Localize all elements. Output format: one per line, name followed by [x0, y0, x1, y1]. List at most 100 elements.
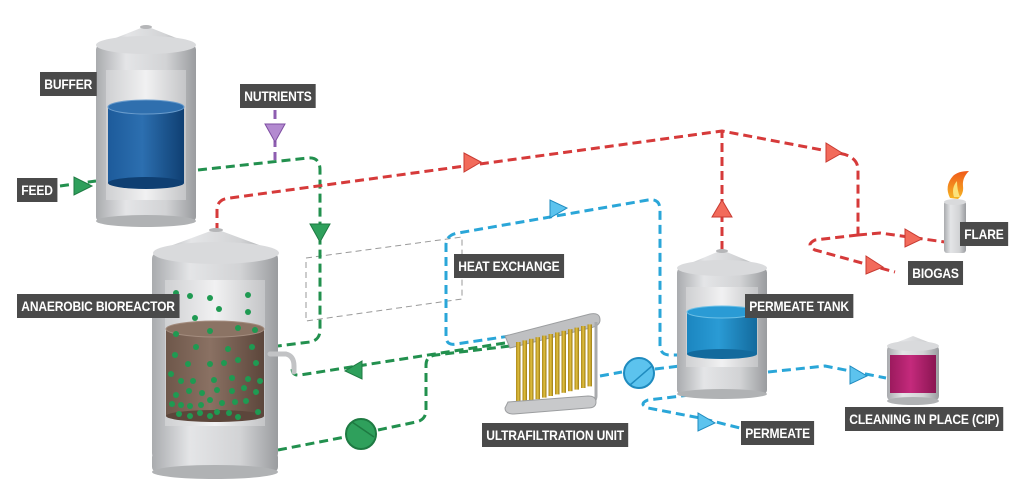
membrane-tube [529, 338, 534, 401]
biomass-particle [245, 376, 251, 382]
buffer-label: BUFFER [40, 72, 97, 96]
feed-arrow-icon [73, 176, 94, 196]
recirculation-pump-icon [345, 418, 377, 450]
buffer-tank [96, 25, 196, 227]
cip-label: CLEANING IN PLACE (CIP) [845, 407, 1004, 431]
biomass-particle [235, 325, 241, 331]
biomass-particle [199, 390, 205, 396]
feed-label: FEED [17, 178, 58, 202]
biomass-particle [168, 371, 174, 377]
biomass-particle [185, 361, 191, 367]
biomass-particle [173, 331, 179, 337]
biomass-particle [219, 400, 225, 406]
ultrafiltration-unit-label: ULTRAFILTRATION UNIT [482, 423, 629, 447]
biomass-particle [235, 414, 241, 420]
permeate-gas-arrow-icon [711, 199, 733, 218]
bioreactor-to-uf-pipe [277, 344, 511, 452]
membrane-tube [555, 332, 560, 395]
cip-tank [887, 336, 939, 405]
biomass-particle [187, 413, 193, 419]
biomass-particle [253, 360, 259, 366]
biomass-particle [235, 357, 241, 363]
biomass-particle [216, 306, 222, 312]
biomass-particle [226, 410, 232, 416]
permeate-pump-icon [623, 357, 655, 389]
biomass-particle [193, 344, 199, 350]
biomass-particle [176, 411, 182, 417]
biomass-particle [207, 328, 213, 334]
biogas-label: BIOGAS [908, 261, 964, 285]
biomass-particle [253, 389, 259, 395]
heat-exchange-label: HEAT EXCHANGE [454, 254, 564, 278]
membrane-tube [516, 342, 521, 404]
biomass-particle [169, 401, 175, 407]
biomass-particle [232, 399, 238, 405]
uf-to-pump-pipe [599, 370, 623, 378]
biomass-particle [249, 344, 255, 350]
anaerobic-bioreactor [152, 228, 297, 479]
biomass-particle [186, 388, 192, 394]
biomass-particle [190, 378, 196, 384]
membrane-tube [581, 326, 586, 388]
bioreactor-inlet-arrow-icon [309, 223, 331, 244]
membrane-tube [522, 340, 527, 403]
biomass-particle [225, 346, 231, 352]
flame-icon [947, 171, 969, 199]
biomass-particle [211, 377, 217, 383]
biomass-particle [197, 410, 203, 416]
biomass-particle [207, 413, 213, 419]
bioreactor-particles [168, 290, 263, 420]
biomass-particle [243, 398, 249, 404]
biomass-particle [257, 378, 263, 384]
nutrients-arrow-icon [264, 123, 286, 144]
biogas-arrow-icon-2 [825, 142, 843, 163]
biomass-particle [207, 361, 213, 367]
biomass-particle [221, 360, 227, 366]
permeate-tank [677, 249, 767, 399]
biomass-particle [192, 315, 198, 321]
biogas-out-arrow-icon [865, 255, 885, 275]
buffer-to-bioreactor-pipe [197, 156, 322, 348]
flare-label: FLARE [960, 222, 1008, 246]
membrane-tube [548, 334, 553, 396]
membrane-tube [587, 324, 592, 387]
biomass-particle [207, 397, 213, 403]
biogas-arrow-icon [463, 152, 483, 173]
permeate-arrow-icon [697, 412, 717, 432]
flare-arrow-icon [904, 228, 924, 248]
biomass-particle [245, 309, 251, 315]
biomass-particle [229, 375, 235, 381]
biomass-particle [207, 295, 213, 301]
biomass-particle [245, 292, 251, 298]
biomass-particle [255, 409, 261, 415]
uf-permeate-arrow-icon [549, 199, 569, 219]
membrane-tube [542, 335, 547, 398]
biomass-particle [252, 327, 258, 333]
uf-return-pipe [290, 341, 506, 377]
biomass-particle [198, 402, 204, 408]
biomass-particle [187, 293, 193, 299]
biomass-particle [178, 402, 184, 408]
nutrients-label: NUTRIENTS [240, 84, 316, 108]
membrane-tube [568, 329, 573, 392]
cip-pipe [767, 364, 887, 380]
permeate-label: PERMEATE [741, 421, 815, 445]
membrane-tube [535, 337, 540, 400]
uf-permeate-pipe [444, 198, 678, 357]
membrane-tube [561, 330, 566, 393]
biomass-particle [172, 352, 178, 358]
permeate-tank-label: PERMEATE TANK [745, 294, 854, 318]
heat-exchange-zone [305, 236, 463, 322]
cip-arrow-icon [849, 365, 869, 385]
ultrafiltration-unit [504, 313, 601, 415]
biomass-particle [241, 385, 247, 391]
biogas-split-pipe [808, 231, 946, 274]
biomass-particle [214, 387, 220, 393]
uf-membrane-tubes [516, 324, 592, 404]
return-arrow-icon [343, 360, 363, 380]
biomass-particle [187, 403, 193, 409]
anaerobic-bioreactor-label: ANAEROBIC BIOREACTOR [17, 294, 180, 318]
biomass-particle [178, 378, 184, 384]
biomass-particle [214, 409, 220, 415]
